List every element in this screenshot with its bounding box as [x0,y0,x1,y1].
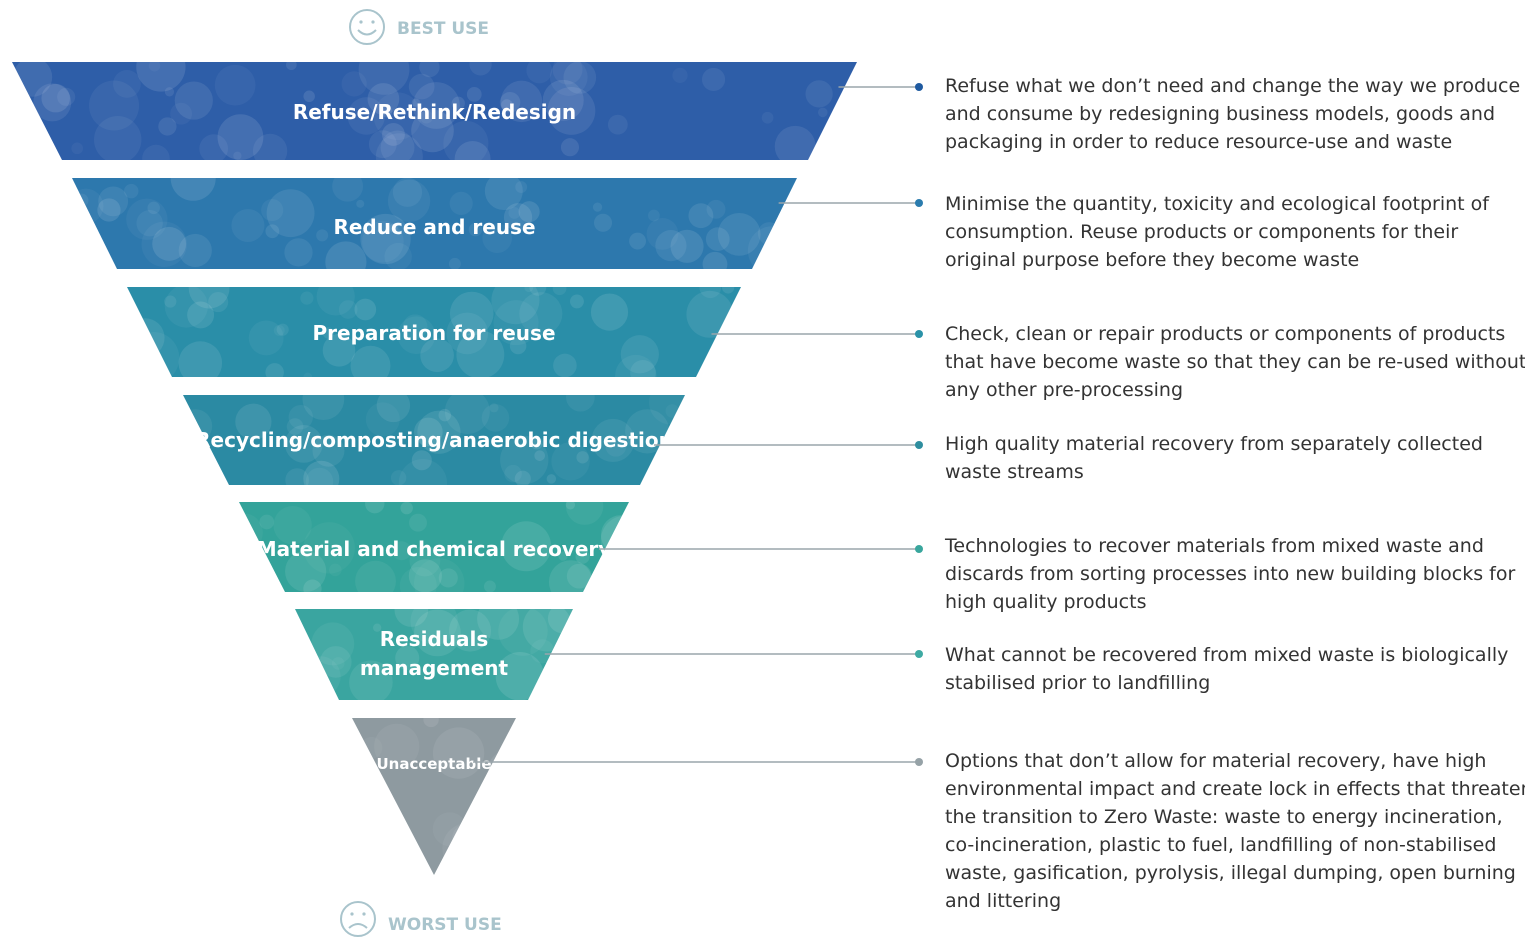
tier-description: Technologies to recover materials from m… [945,532,1515,616]
bullet-dot [915,758,923,766]
tier-5: Material and chemical recovery [239,502,629,592]
description-line: Check, clean or repair products or compo… [945,323,1506,345]
description-line: environmental impact and create lock in … [945,778,1525,800]
worst-use-label: WORST USE [388,915,502,935]
tier-shape [127,287,741,377]
description-line: Minimise the quantity, toxicity and ecol… [945,193,1489,215]
description-line: high quality products [945,591,1147,613]
bullet-dot [915,199,923,207]
tier-shape [183,395,685,485]
description-line: High quality material recovery from sepa… [945,433,1483,455]
description-line: consumption. Reuse products or component… [945,221,1459,243]
description-line: waste, gasification, pyrolysis, illegal … [945,862,1516,884]
bullet-dot [915,545,923,553]
tier-2: Reduce and reuse [72,178,797,269]
smiley-icon [349,9,385,45]
tier-description: Options that don’t allow for material re… [945,747,1525,915]
tier-description: Check, clean or repair products or compo… [945,320,1525,404]
tier-description: Minimise the quantity, toxicity and ecol… [945,190,1489,274]
tier-label: Refuse/Rethink/Redesign [293,100,576,124]
tier-description: Refuse what we don’t need and change the… [945,72,1520,156]
tier-label: Preparation for reuse [312,321,555,345]
bullet-dot [915,330,923,338]
description-line: the transition to Zero Waste: waste to e… [945,806,1503,828]
description-line: co-incineration, plastic to fuel, landfi… [945,834,1497,856]
tier-label: management [360,656,509,680]
description-line: that have become waste so that they can … [945,351,1525,373]
description-line: packaging in order to reduce resource-us… [945,131,1453,153]
tier-label: Material and chemical recovery [257,537,612,561]
tier-bubble-texture [13,62,833,160]
description-line: any other pre-processing [945,379,1184,401]
description-line: and littering [945,890,1062,912]
tier-label: Residuals [380,627,489,651]
tier-7: Unacceptable [352,718,516,875]
bullet-dot [915,650,923,658]
tier-description: What cannot be recovered from mixed wast… [945,641,1508,697]
description-line: What cannot be recovered from mixed wast… [945,644,1509,666]
description-line: waste streams [945,461,1084,483]
tier-shape [239,502,629,592]
worst-use-caption: WORST USE [340,901,502,937]
tier-bubble-texture [239,502,629,592]
tier-label: Recycling/composting/anaerobic digestion [195,428,673,452]
tier-1: Refuse/Rethink/Redesign [12,62,857,160]
tier-6: Residuals management [295,609,573,700]
sad-face-icon [340,901,376,937]
best-use-caption: BEST USE [349,9,489,45]
tier-label: Unacceptable [376,755,491,773]
tier-description: High quality material recovery from sepa… [945,430,1483,486]
description-line: Technologies to recover materials from m… [945,535,1484,557]
tier-shape [352,718,516,875]
tier-shape [12,62,857,160]
bullet-dot [915,83,923,91]
tier-label: Reduce and reuse [333,215,535,239]
tier-shape [295,609,573,700]
tier-3: Preparation for reuse [127,287,741,377]
tier-bubble-texture [299,609,573,700]
description-line: discards from sorting processes into new… [945,563,1516,585]
tier-bubble-texture [183,395,685,485]
description-line: and consume by redesigning business mode… [945,103,1495,125]
tier-4: Recycling/composting/anaerobic digestion [183,395,685,485]
tier-shape [72,178,797,269]
description-line: Options that don’t allow for material re… [945,750,1487,772]
connector-lines [473,83,923,766]
bullet-dot [915,441,923,449]
description-line: original purpose before they become wast… [945,249,1360,271]
description-line: Refuse what we don’t need and change the… [945,75,1521,97]
best-use-label: BEST USE [397,19,489,39]
description-line: stabilised prior to landfilling [945,672,1211,694]
